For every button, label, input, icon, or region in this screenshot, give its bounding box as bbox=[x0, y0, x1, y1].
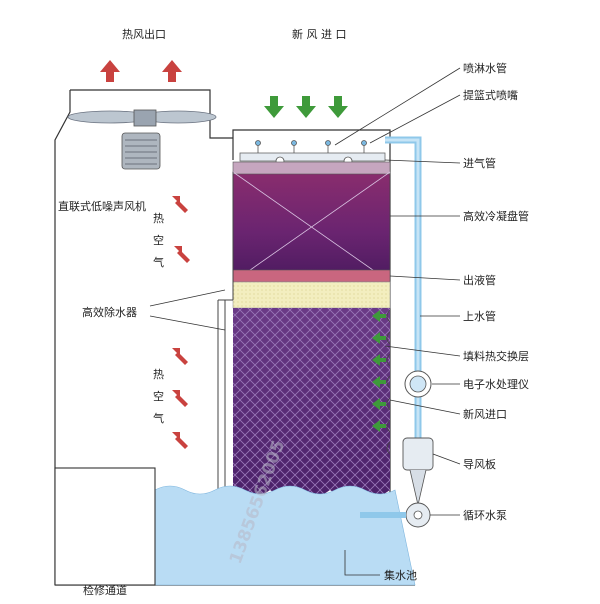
left-leader-lines bbox=[149, 289, 226, 331]
hot-air-upper-char-3: 气 bbox=[153, 255, 164, 269]
callout-fresh-air-inlet: 新风进口 bbox=[463, 407, 507, 421]
right-leader-lines bbox=[334, 67, 461, 576]
down-arrow-icon bbox=[296, 96, 316, 118]
left-arrow-icon bbox=[372, 310, 386, 322]
condensing-coil bbox=[232, 161, 391, 283]
fan-assembly bbox=[67, 109, 217, 170]
left-arrow-icon bbox=[372, 332, 386, 344]
hot-air-lower-char-1: 热 bbox=[153, 368, 164, 381]
hot-air-arrows-lower bbox=[172, 348, 188, 449]
water-supply-pipe bbox=[385, 136, 422, 440]
fan-hub bbox=[133, 109, 157, 127]
air-guide-louvers bbox=[386, 309, 391, 455]
callout-condensing-coil: 高效冷凝盘管 bbox=[463, 209, 529, 223]
fan-label: 直联式低噪声风机 bbox=[58, 199, 146, 213]
hot-air-upper-char-1: 热 bbox=[153, 212, 164, 225]
hot-air-outlet-arrows bbox=[100, 60, 182, 82]
up-arrow-icon bbox=[100, 60, 120, 82]
access-passage-label: 检修通道 bbox=[83, 583, 127, 597]
diagonal-arrow-icon bbox=[172, 432, 188, 449]
fan-motor bbox=[121, 132, 161, 170]
circulation-pump bbox=[360, 437, 434, 528]
water-eliminator-band bbox=[232, 281, 391, 309]
callout-inlet-pipe: 进气管 bbox=[463, 156, 496, 170]
left-arrow-icon bbox=[372, 398, 386, 410]
diagonal-arrow-icon bbox=[172, 196, 188, 213]
hot-air-outlet-label: 热风出口 bbox=[122, 27, 166, 41]
fill-media bbox=[233, 308, 390, 500]
hot-air-lower-char-2: 空 bbox=[153, 389, 164, 403]
eliminator-label: 高效除水器 bbox=[82, 305, 137, 319]
diagonal-arrow-icon bbox=[174, 246, 190, 263]
callout-water-treatment: 电子水处理仪 bbox=[463, 378, 529, 391]
left-arrow-icon bbox=[372, 376, 386, 388]
basket-nozzles bbox=[255, 140, 367, 153]
fresh-air-inlet-top-label: 新 风 进 口 bbox=[292, 27, 347, 41]
callout-circulation-pump: 循环水泵 bbox=[463, 509, 507, 522]
fresh-air-side-arrows bbox=[372, 310, 386, 432]
hot-air-arrows-upper bbox=[172, 196, 190, 263]
callout-outlet-pipe: 出液管 bbox=[463, 273, 496, 287]
diagonal-arrow-icon bbox=[172, 390, 188, 407]
left-arrow-icon bbox=[372, 354, 386, 366]
hot-air-lower-char-3: 气 bbox=[153, 411, 164, 425]
callout-basket-nozzle: 提篮式喷嘴 bbox=[463, 88, 518, 102]
collection-basin-water bbox=[154, 485, 416, 586]
electronic-water-treatment-device bbox=[404, 370, 432, 398]
partition-wall bbox=[217, 172, 234, 490]
callout-collection-basin: 集水池 bbox=[384, 568, 417, 582]
callout-fill-layer: 填料热交换层 bbox=[463, 349, 529, 363]
callout-supply-pipe: 上水管 bbox=[463, 309, 496, 323]
down-arrow-icon bbox=[328, 96, 348, 118]
hot-air-upper-char-2: 空 bbox=[153, 233, 164, 247]
left-arrow-icon bbox=[372, 420, 386, 432]
callout-guide-plate: 导风板 bbox=[463, 457, 496, 471]
access-passage-box bbox=[54, 467, 156, 586]
up-arrow-icon bbox=[162, 60, 182, 82]
callout-spray-pipe: 喷淋水管 bbox=[463, 61, 507, 75]
fresh-air-inlet-arrows bbox=[264, 96, 348, 118]
diagonal-arrow-icon bbox=[172, 348, 188, 365]
down-arrow-icon bbox=[264, 96, 284, 118]
